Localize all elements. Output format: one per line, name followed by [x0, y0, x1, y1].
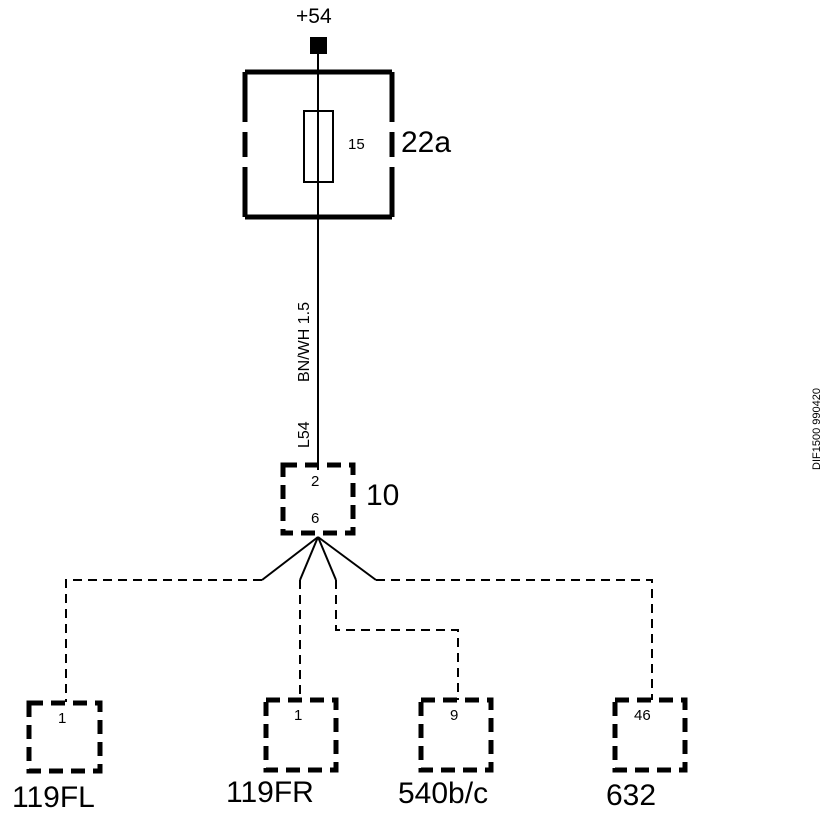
branch-wires: [261, 536, 377, 581]
supply-terminal: [310, 37, 327, 54]
fuse-box-id: 22a: [401, 126, 451, 159]
fuse-box: [242, 69, 395, 220]
connector-id: 119FR: [226, 776, 314, 809]
splice-pin-in: 2: [311, 473, 319, 490]
connector-119fr: 1 119FR: [226, 697, 339, 809]
document-reference: DIF1500 990420: [811, 388, 823, 470]
splice-pin-out: 6: [311, 510, 319, 527]
connector-119fl: 1 119FL: [12, 700, 103, 814]
wire-spec: BN/WH 1.5: [296, 302, 313, 382]
fuse-number: 15: [348, 136, 365, 153]
connector-632: 46 632: [606, 697, 688, 812]
connector-pin: 46: [634, 707, 651, 724]
supply-label: +54: [296, 5, 332, 28]
connector-pin: 1: [58, 710, 66, 727]
connector-id: 632: [606, 779, 656, 812]
wire-name: L54: [296, 421, 313, 448]
splice-id: 10: [366, 479, 399, 512]
connector-pin: 1: [294, 707, 302, 724]
connector-540bc: 9 540b/c: [398, 697, 494, 810]
splice-connector: [280, 462, 356, 536]
branch-wires-dashed: [65, 579, 653, 702]
connector-pin: 9: [450, 707, 458, 724]
connector-id: 540b/c: [398, 777, 488, 810]
connector-id: 119FL: [12, 781, 95, 814]
